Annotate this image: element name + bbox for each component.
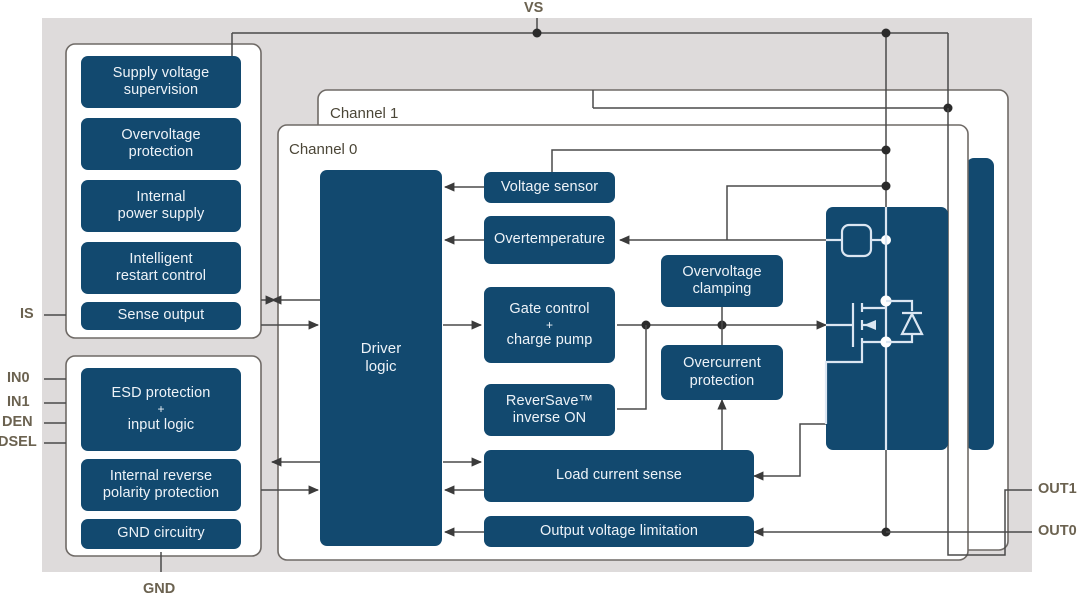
block-line: Supply voltage [112,64,210,81]
block-line-plus: + [545,317,554,332]
block-line: clamping [692,281,752,297]
block-line: restart control [115,268,207,284]
block-line-plus: + [157,402,165,417]
esd-protection-input-logic-block[interactable]: ESD protection + input logic [81,368,241,451]
wire-voltage-sensor-feed [551,149,886,172]
dsel-pin-label: DSEL [0,434,37,450]
wire-power-stage-to-load-sense [752,423,826,481]
block-line: protection [128,144,194,160]
vs-pin-label: VS [524,0,544,16]
temperature-sensor-symbol [840,223,873,258]
block-line: Sense output [117,307,205,324]
junction-vs-right [881,28,891,38]
channel-1-label: Channel 1 [330,105,399,122]
out0-pin-label: OUT0 [1038,523,1077,539]
block-line: Overvoltage [121,126,201,143]
block-line: logic [365,358,397,375]
wire-diode-top [886,299,914,311]
block-line: power supply [117,206,205,222]
in1-pin-label: IN1 [7,394,30,410]
block-line: inverse ON [512,410,587,426]
gate-control-charge-pump-block[interactable]: Gate control + charge pump [484,287,615,363]
block-line: charge pump [506,332,593,349]
channel-0-frame [277,124,969,561]
out1-pin-label: OUT1 [1038,481,1077,497]
block-line: Gate control [509,300,590,317]
in0-pin-label: IN0 [7,370,30,386]
junction-voltage-sensor [881,145,891,155]
block-line: Internal [136,188,186,205]
gnd-circuitry-block[interactable]: GND circuitry [81,519,241,549]
block-line: Internal reverse [109,467,213,484]
channel-0-label: Channel 0 [289,141,358,158]
block-line: Overcurrent [683,355,761,372]
block-line: ESD protection [111,385,211,402]
sense-output-block[interactable]: Sense output [81,302,241,330]
block-line: protection [689,372,755,389]
block-line: Overvoltage [682,263,762,280]
junction-overtemp [881,181,891,191]
block-line: Output voltage limitation [539,522,699,539]
body-diode-symbol [900,311,924,336]
wire-out1-route [947,108,1032,556]
block-line: GND circuitry [117,525,205,542]
den-pin-label: DEN [2,414,33,430]
overtemperature-block[interactable]: Overtemperature [484,216,615,264]
load-current-sense-block[interactable]: Load current sense [484,450,754,502]
gnd-pin-label: GND [143,581,176,597]
block-line: Intelligent [129,250,193,267]
mosfet-body-lead-down [824,347,864,424]
block-line: Driver [360,340,402,358]
wire-reversave-to-gate-rail [617,325,647,410]
block-line: Overtemperature [493,231,606,248]
output-voltage-limitation-block[interactable]: Output voltage limitation [484,516,754,547]
block-line: ReverSave™ [505,392,594,409]
block-line: polarity protection [102,485,220,501]
block-line: supervision [123,82,199,98]
junction-vs [532,28,542,38]
block-line: Voltage sensor [500,178,599,195]
channel-1-power-stage-sliver [966,158,994,450]
block-line: Load current sense [556,467,682,484]
wire-overtemp-feed [726,185,886,240]
is-pin-label: IS [20,306,34,322]
block-line: input logic [127,416,195,433]
voltage-sensor-block[interactable]: Voltage sensor [484,172,615,203]
wire-diode-bottom [886,334,914,344]
mosfet-bulk-arrow [864,320,876,330]
